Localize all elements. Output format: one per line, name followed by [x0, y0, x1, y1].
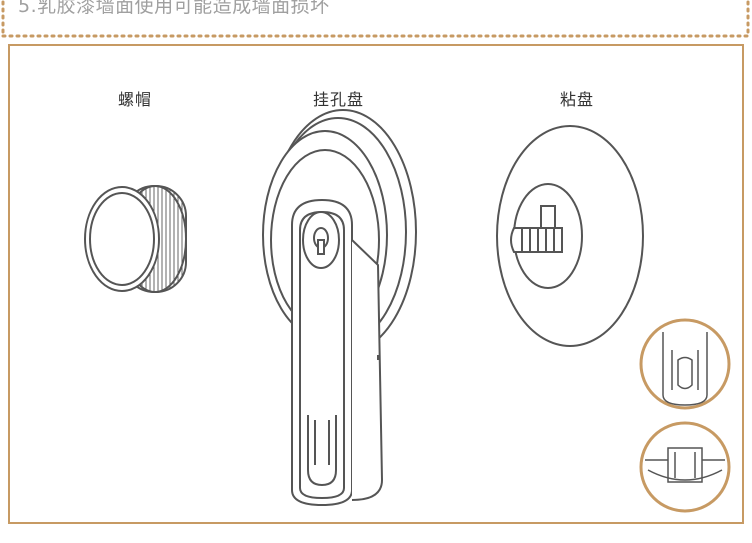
dotted-border — [1, 0, 750, 38]
adhesive-plate-drawing — [496, 125, 644, 347]
hanging-plate-label: 挂孔盘 — [313, 90, 365, 109]
hanging-plate-drawing — [262, 109, 417, 507]
banner-text: 5.乳胶漆墙面使用可能造成墙面损坏 — [18, 0, 330, 17]
detail-circle-bottom — [639, 421, 731, 513]
detail-circle-top — [639, 318, 731, 410]
nut-cap-drawing — [84, 185, 187, 293]
nut-cap-label: 螺帽 — [118, 90, 153, 109]
top-banner: 5.乳胶漆墙面使用可能造成墙面损坏 — [0, 0, 752, 44]
adhesive-plate-label: 粘盘 — [560, 90, 595, 109]
